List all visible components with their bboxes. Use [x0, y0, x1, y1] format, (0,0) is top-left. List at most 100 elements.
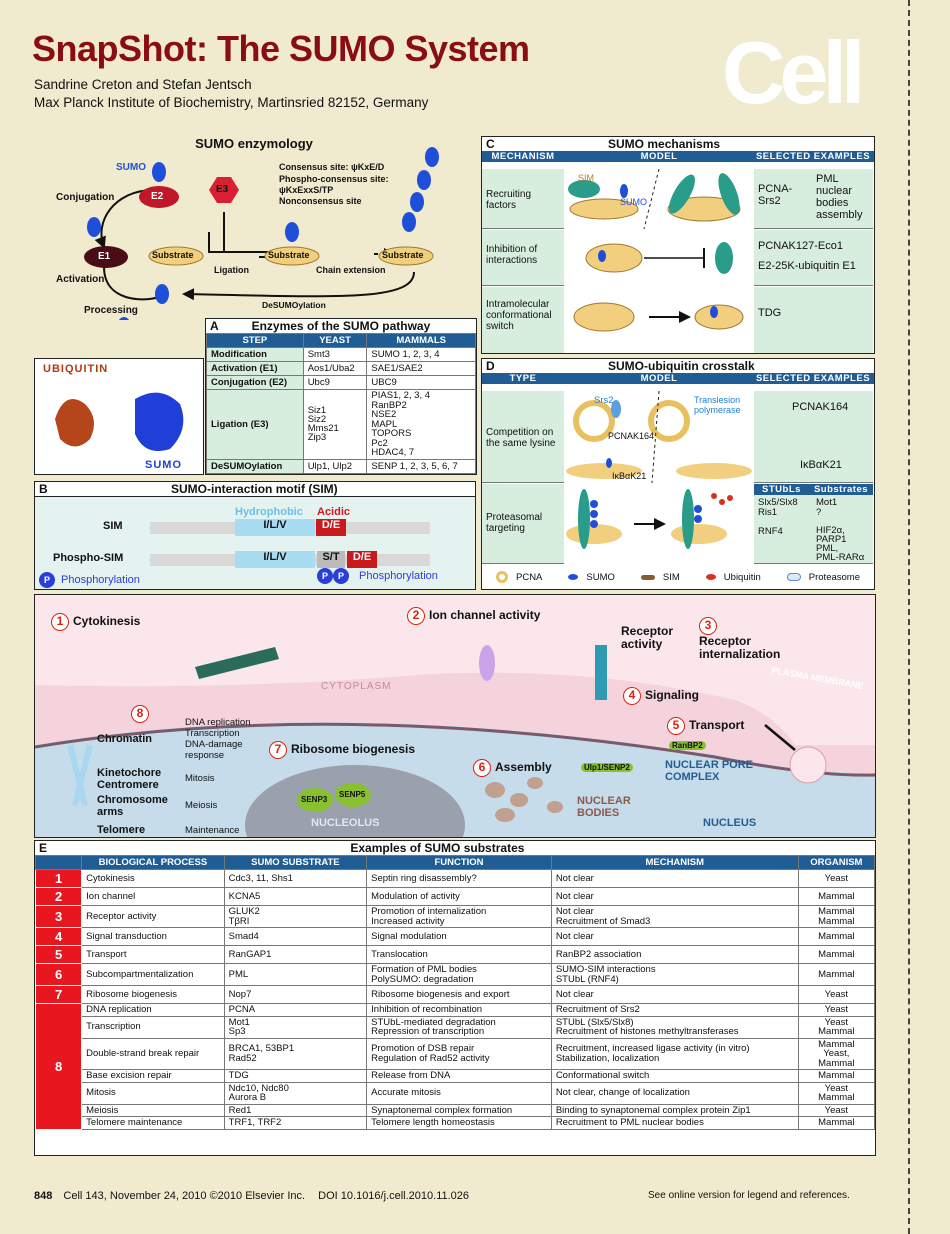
d-model-2	[564, 484, 754, 564]
e1-label: E1	[98, 251, 111, 262]
ion-channel-label: Ion channel activity	[429, 608, 541, 622]
mechanism-cell: Recruitment to PML nuclear bodies	[550, 1116, 799, 1130]
phosphorylation-label-right: Phosphorylation	[359, 570, 438, 582]
sumo-4	[402, 212, 416, 232]
col-examples: SELECTED EXAMPLES	[755, 151, 871, 162]
chromatin-row-label-2: Kinetochore Centromere	[97, 767, 162, 791]
process-number: 7	[34, 985, 83, 1004]
mechanism-cell: Not clear, change of localization	[550, 1081, 799, 1105]
panel-e-letter: E	[39, 841, 48, 855]
inhibition-svg	[585, 242, 733, 274]
d-proteasomal: Proteasomal targeting	[486, 512, 543, 534]
col-examples: SELECTED EXAMPLES	[755, 373, 871, 384]
process-number: 3	[34, 905, 83, 928]
authors: Sandrine Creton and Stefan Jentsch	[34, 77, 252, 92]
sumo-structure-label: SUMO	[145, 459, 182, 471]
organism-cell: Mammal	[797, 887, 876, 906]
acidic-label: Acidic	[317, 506, 351, 518]
processing-label: Processing	[84, 305, 138, 316]
legend-sim: SIM	[662, 571, 680, 583]
process-cell: Cytokinesis	[81, 869, 225, 888]
phospho-consensus-label: Phospho-consensus site:	[279, 174, 389, 184]
c-row-1: Recruiting factors SIM SUMO PCNA-Srs2 PM…	[482, 168, 873, 230]
chromatin-row-label-3: Chromosome arms	[97, 794, 168, 818]
col-mechanism: MECHANISM	[491, 151, 555, 162]
circle-4: 4	[623, 687, 641, 705]
substrate-label-1: Substrate	[152, 250, 194, 260]
chromatin-row-label-1: Chromatin	[97, 733, 152, 745]
chromatin-row-label-4: Telomere	[97, 824, 146, 836]
function-cell: Formation of PML bodies PolySUMO: degrad…	[366, 963, 552, 986]
process-cell: Signal transduction	[81, 927, 225, 946]
function-cell: Modulation of activity	[366, 887, 552, 906]
c-mech-3: Intramolecular conformational switch	[486, 299, 552, 332]
c-sim-label: SIM	[578, 173, 595, 183]
panel-b-header: B SUMO-interaction motif (SIM)	[35, 482, 475, 497]
cell: Smt3	[302, 347, 368, 362]
nucleus-label: NUCLEUS	[703, 817, 757, 829]
process-cell: Transport	[81, 945, 225, 964]
cell: DeSUMOylation	[206, 458, 304, 474]
function-cell: Accurate mitosis	[366, 1081, 552, 1105]
panel-e: E Examples of SUMO substrates BIOLOGICAL…	[34, 840, 876, 1156]
phospho-consensus-seq: ψKxExxS/TP	[279, 185, 334, 195]
mechanism-cell: Binding to synaptonemal complex protein …	[550, 1103, 799, 1117]
c-ex-2a: PCNAK127-Eco1	[758, 240, 843, 252]
protein-structures	[55, 392, 184, 452]
substrate-cell: Nop7	[223, 985, 368, 1004]
process-number: 6	[34, 963, 83, 986]
stubl-1: Slx5/Slx8 Ris1	[758, 497, 798, 518]
mechanism-cell: Not clear	[550, 869, 799, 888]
footer: 848 Cell 143, November 24, 2010 ©2010 El…	[34, 1190, 469, 1202]
process-cell: Receptor activity	[81, 905, 225, 928]
col-model: MODEL	[640, 151, 678, 162]
cell-svg	[35, 645, 875, 837]
organism-cell: Yeast	[797, 985, 876, 1004]
mechanism-cell: STUbL (Slx5/Slx8) Recruitment of histone…	[550, 1015, 799, 1039]
proteasomal-svg	[566, 489, 733, 549]
process-number: 2	[34, 887, 83, 906]
function-cell: Translocation	[366, 945, 552, 964]
process-cell: Telomere maintenance	[81, 1116, 225, 1130]
substrate-3	[378, 246, 434, 266]
function-cell: Promotion of internalization Increased a…	[366, 905, 552, 928]
substrate-1	[148, 246, 204, 266]
col-yeast: YEAST	[302, 333, 368, 348]
process-number: 4	[34, 927, 83, 946]
cell: Aos1/Uba2	[302, 361, 368, 376]
process-cell: DNA replication	[81, 1003, 225, 1017]
cytoplasm-label: CYTOPLASM	[321, 681, 392, 692]
cell: PIAS1, 2, 3, 4 RanBP2 NSE2 MAPL TOPORS P…	[366, 389, 476, 460]
legend-sumo-icon	[568, 574, 579, 580]
panel-e-title: Examples of SUMO substrates	[350, 841, 525, 855]
col-function: FUNCTION	[366, 855, 552, 870]
cell: UBC9	[366, 375, 476, 390]
c-ex-3a: TDG	[758, 307, 782, 319]
circle-5: 5	[667, 717, 685, 735]
d-srs2: Srs2	[594, 395, 614, 406]
panel-d: D SUMO-ubiquitin crosstalk TYPE MODEL SE…	[481, 358, 875, 590]
affiliation: Max Planck Institute of Biochemistry, Ma…	[34, 95, 429, 110]
d-model-1: Srs2 Translesion polymerase PCNAK164 IκB…	[564, 390, 754, 484]
col-process: BIOLOGICAL PROCESS	[81, 855, 225, 870]
enzymology-diagram: SUMO enzymology SUMO Conjugation Activat…	[34, 132, 474, 320]
mechanism-cell: Not clear	[550, 927, 799, 946]
panel-a-title: Enzymes of the SUMO pathway	[251, 319, 431, 333]
ligation-label: Ligation	[214, 265, 249, 275]
sumo-9	[119, 317, 129, 320]
process-number: 8	[34, 1003, 83, 1130]
organism-cell: Yeast	[797, 1103, 876, 1117]
function-cell: Ribosome biogenesis and export	[366, 985, 552, 1004]
de-box-2: D/E	[347, 551, 377, 568]
